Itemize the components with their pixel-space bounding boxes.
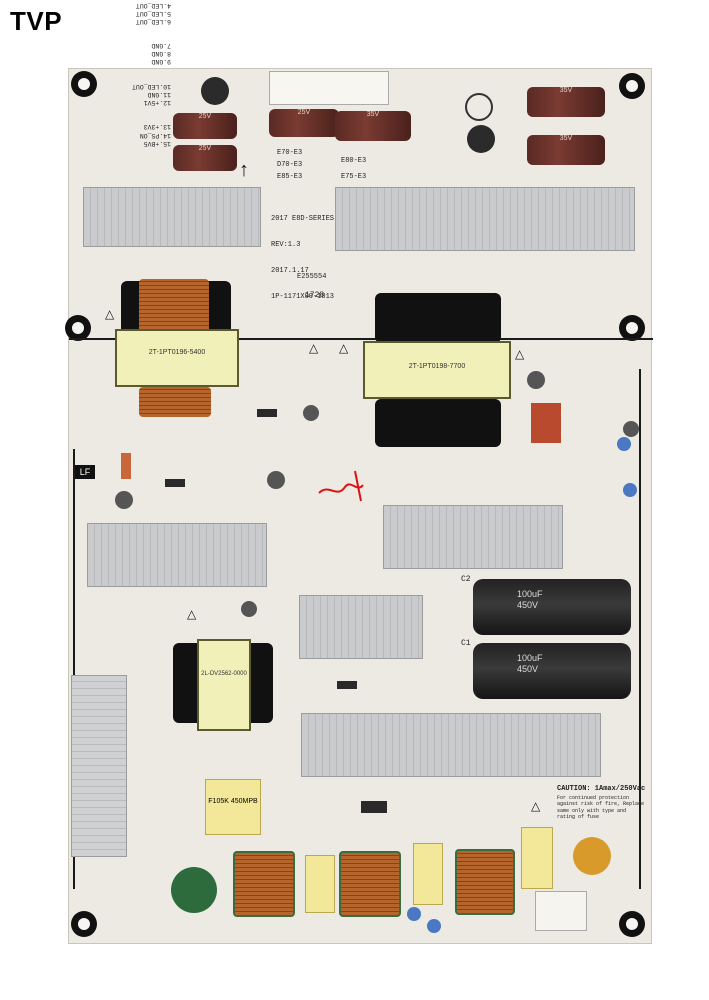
blue-y-capacitor — [427, 919, 441, 933]
cap-ref-e75: E75-E3 — [341, 173, 367, 181]
transformer-winding — [139, 279, 209, 333]
bulk-capacitor-c1: 100uF 450V — [473, 643, 631, 699]
blue-y-capacitor — [623, 483, 637, 497]
cap-ref-d70: D70-E3 — [277, 161, 303, 169]
common-mode-choke — [339, 851, 401, 917]
y-capacitor-disc — [573, 837, 611, 875]
lf-mark: LF — [75, 465, 95, 479]
isolation-trace-right — [639, 369, 641, 889]
caution-text: For continued protection against risk of… — [557, 795, 645, 820]
bulk-cap-c2-ref: C2 — [461, 575, 471, 584]
common-mode-choke — [233, 851, 295, 917]
radial-capacitor — [267, 471, 285, 489]
bulk-cap-c1-ref: C1 — [461, 639, 471, 648]
radial-capacitor — [115, 491, 133, 509]
warning-icon: △ — [339, 341, 349, 355]
radial-capacitor — [303, 405, 319, 421]
warning-icon: △ — [309, 341, 319, 355]
bulk-cap-c2-voltage: 450V — [517, 599, 539, 610]
varistor — [171, 867, 217, 913]
lf-mark-text: LF — [79, 467, 91, 477]
x-capacitor: F105K 450MPB — [205, 779, 261, 835]
radial-capacitor — [527, 371, 545, 389]
transformer-winding — [139, 387, 211, 417]
x-capacitor — [413, 843, 443, 905]
warning-icon: △ — [515, 347, 525, 361]
heat-sink — [87, 523, 267, 587]
heat-sink — [301, 713, 601, 777]
warning-icon: △ — [105, 307, 115, 321]
heat-sink — [299, 595, 423, 659]
brand-label: TVP — [10, 6, 63, 36]
diode — [165, 479, 185, 487]
output-connector — [269, 71, 389, 105]
film-capacitor — [531, 403, 561, 443]
transformer-right-label: 2T-1PT0198-7700 — [408, 363, 466, 370]
bulk-cap-c2-value: 100uF — [517, 589, 543, 599]
ac-input-connector — [535, 891, 587, 931]
common-mode-choke — [455, 849, 515, 915]
x-capacitor — [521, 827, 553, 889]
bulk-cap-c1-value: 100uF — [517, 653, 543, 663]
board-model-text: 2017 E8D-SERIES REV:1.3 2017.1.17 1P-117… — [271, 214, 335, 302]
mount-hole-mid-left — [65, 315, 91, 341]
resistor — [121, 453, 131, 479]
small-transformer: 2L-DV2562-0000 — [197, 639, 251, 731]
radial-capacitor — [201, 77, 229, 105]
heat-sink — [71, 675, 127, 857]
warning-icon: △ — [187, 607, 197, 621]
diode — [361, 801, 387, 813]
output-capacitor: 25V — [173, 145, 237, 171]
radial-capacitor — [241, 601, 257, 617]
cap-ref-e70: E70-E3 — [277, 149, 303, 157]
cap-ref-e85: E85-E3 — [277, 173, 303, 181]
heat-sink — [83, 187, 261, 247]
main-transformer: 2T-1PT0196-5400 — [115, 329, 239, 387]
output-capacitor: 35V — [527, 87, 605, 117]
isolation-trace-top — [69, 338, 653, 340]
heat-sink — [335, 187, 635, 251]
warning-icon: △ — [531, 799, 541, 813]
isolation-trace-left — [73, 449, 75, 889]
mount-hole-top-right — [619, 73, 645, 99]
right-transformer: 2T-1PT0198-7700 — [363, 341, 511, 399]
bulk-cap-c1-voltage: 450V — [517, 663, 539, 674]
x-capacitor-label: F105K 450MPB — [208, 798, 258, 805]
inductor-ring — [465, 93, 493, 121]
output-capacitor: 25V — [173, 113, 237, 139]
caution-label: CAUTION: 1Amax/250Vac — [557, 785, 646, 793]
heat-sink — [383, 505, 563, 569]
transformer-core — [375, 399, 501, 447]
output-capacitor: 35V — [527, 135, 605, 165]
cap-ref-e80: E80-E3 — [341, 157, 367, 165]
radial-capacitor — [623, 421, 639, 437]
ul-mark: E255554 — [297, 273, 327, 281]
date-code: 1728 — [305, 291, 325, 300]
output-capacitor: 35V — [335, 111, 411, 141]
blue-y-capacitor — [617, 437, 631, 451]
mount-hole-mid-right — [619, 315, 645, 341]
transformer-core — [375, 293, 501, 343]
handwritten-mark — [318, 470, 364, 502]
bulk-capacitor-c2: 100uF 450V — [473, 579, 631, 635]
diode — [257, 409, 277, 417]
diode — [337, 681, 357, 689]
arrow-up-icon: ↑ — [239, 159, 249, 181]
radial-capacitor — [467, 125, 495, 153]
blue-y-capacitor — [407, 907, 421, 921]
output-capacitor: 25V — [269, 109, 339, 137]
transformer-small-label: 2L-DV2562-0000 — [201, 671, 247, 677]
mount-hole-top-left — [71, 71, 97, 97]
mount-hole-bottom-left — [71, 911, 97, 937]
transformer-main-label: 2T-1PT0196-5400 — [148, 349, 206, 356]
mount-hole-bottom-right — [619, 911, 645, 937]
x-capacitor — [305, 855, 335, 913]
